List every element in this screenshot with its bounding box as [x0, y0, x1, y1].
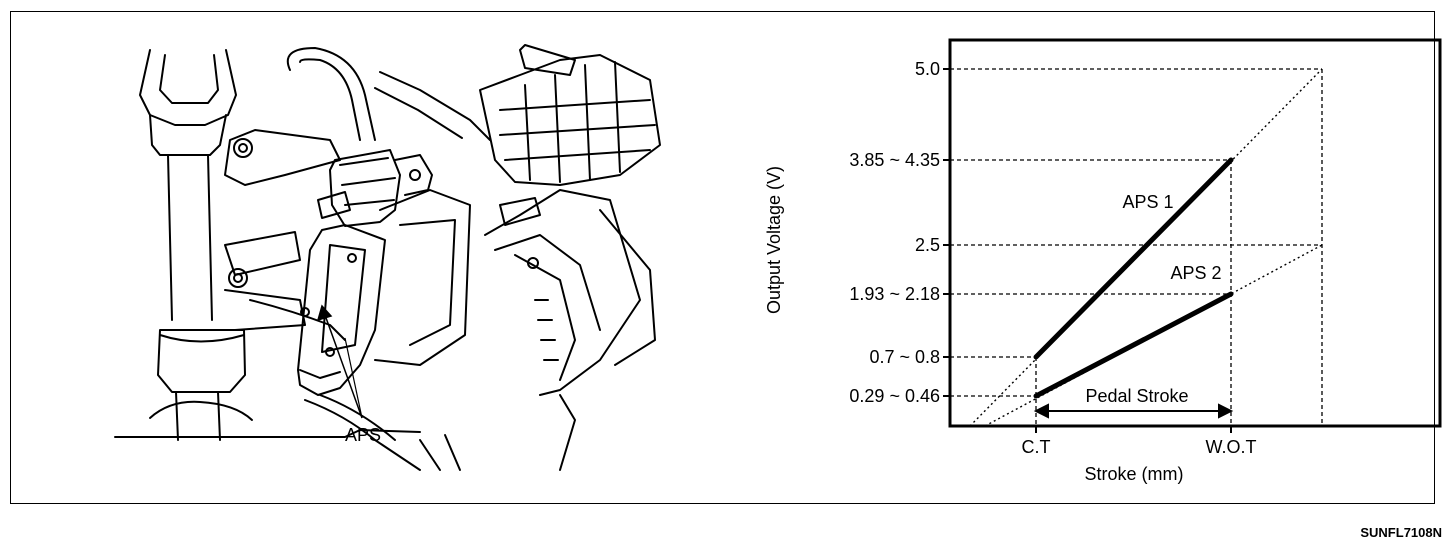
pedal-stroke-arrow	[1033, 403, 1234, 419]
y-tick-label: 2.5	[915, 235, 940, 255]
y-tick-label: 0.29 ~ 0.46	[849, 386, 940, 406]
x-tick-labels: C.T W.O.T	[1022, 437, 1257, 457]
y-tick-label: 0.7 ~ 0.8	[869, 347, 940, 367]
x-tick-label: C.T	[1022, 437, 1051, 457]
series-line-aps-2	[1033, 291, 1234, 399]
series-label-aps-2: APS 2	[1170, 263, 1221, 283]
figure-code: SUNFL7108N	[1360, 525, 1442, 540]
series-label-aps-1: APS 1	[1122, 192, 1173, 212]
series-line-aps-1	[1033, 157, 1234, 360]
pedal-stroke-label: Pedal Stroke	[1085, 386, 1188, 406]
y-axis-label: Output Voltage (V)	[764, 166, 784, 314]
reference-guides	[943, 68, 1323, 433]
pedal-assembly-illustration	[114, 44, 661, 471]
x-axis-label: Stroke (mm)	[1085, 464, 1184, 484]
figure-frame	[10, 11, 1435, 504]
aps-output-chart: 5.0 3.85 ~ 4.35 2.5 1.93 ~ 2.18 0.7 ~ 0.8 0.2…	[764, 38, 1442, 484]
plot-area	[948, 38, 1442, 428]
y-tick-label: 3.85 ~ 4.35	[849, 150, 940, 170]
x-tick-label: W.O.T	[1206, 437, 1257, 457]
y-tick-label: 5.0	[915, 59, 940, 79]
y-tick-labels: 5.0 3.85 ~ 4.35 2.5 1.93 ~ 2.18 0.7 ~ 0.8 0.2…	[849, 59, 940, 406]
y-tick-label: 1.93 ~ 2.18	[849, 284, 940, 304]
aps-callout-arrow	[316, 304, 363, 419]
aps-callout-label: APS	[345, 425, 381, 445]
series-lines	[1033, 157, 1234, 399]
